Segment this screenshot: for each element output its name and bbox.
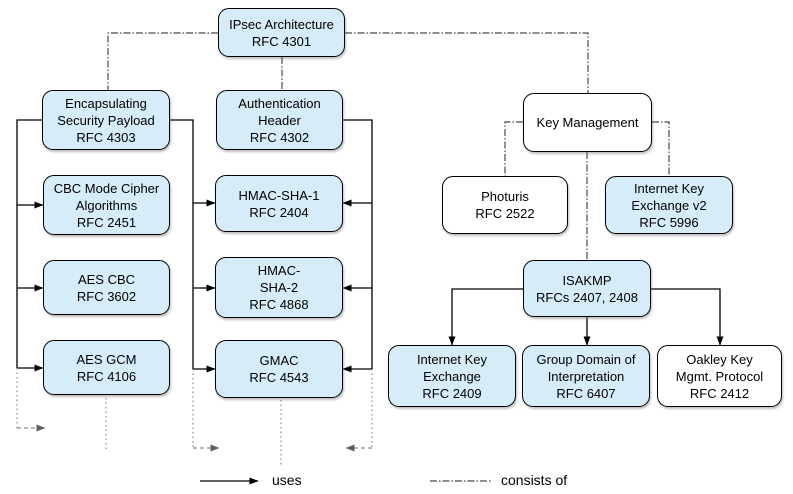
node-authentication-header: Authentication Header RFC 4302 — [216, 90, 343, 150]
wire-km-photuris — [504, 121, 523, 176]
node-hmac-sha-2: HMAC- SHA-2 RFC 4868 — [215, 257, 343, 318]
node-ipsec-architecture: IPsec Architecture RFC 4301 — [218, 8, 345, 57]
wire-ipsec-km — [345, 32, 589, 93]
node-hmac-sha-1: HMAC-SHA-1 RFC 2404 — [215, 175, 343, 232]
legend-consists-of-label: consists of — [501, 472, 568, 488]
wire-km-ikev2 — [652, 121, 670, 176]
arrow-isakmp-ike — [448, 288, 523, 346]
node-gmac: GMAC RFC 4543 — [215, 340, 343, 398]
node-aes-gcm: AES GCM RFC 4106 — [43, 340, 170, 395]
rail-esp-left — [16, 119, 42, 368]
node-encapsulating-security-payload: Encapsulating Security Payload RFC 4303 — [42, 90, 170, 150]
node-cbc-mode-cipher-algorithms: CBC Mode Cipher Algorithms RFC 2451 — [43, 175, 170, 235]
node-oakley-key-mgmt-protocol: Oakley Key Mgmt. Protocol RFC 2412 — [657, 345, 782, 407]
legend-uses-label: uses — [272, 472, 302, 488]
node-group-domain-of-interpretation: Group Domain of Interpretation RFC 6407 — [522, 345, 650, 407]
rail-ah-right — [343, 119, 373, 369]
wire-ipsec-esp — [107, 32, 218, 90]
node-internet-key-exchange: Internet Key Exchange RFC 2409 — [388, 345, 516, 407]
node-aes-cbc: AES CBC RFC 3602 — [43, 260, 170, 315]
arrow-isakmp-oakley — [651, 288, 724, 346]
rail-esp-right — [170, 119, 194, 369]
node-isakmp: ISAKMP RFCs 2407, 2408 — [523, 260, 651, 317]
node-key-management: Key Management — [523, 93, 652, 152]
node-internet-key-exchange-v2: Internet Key Exchange v2 RFC 5996 — [605, 176, 733, 234]
node-photuris: Photuris RFC 2522 — [442, 176, 568, 234]
